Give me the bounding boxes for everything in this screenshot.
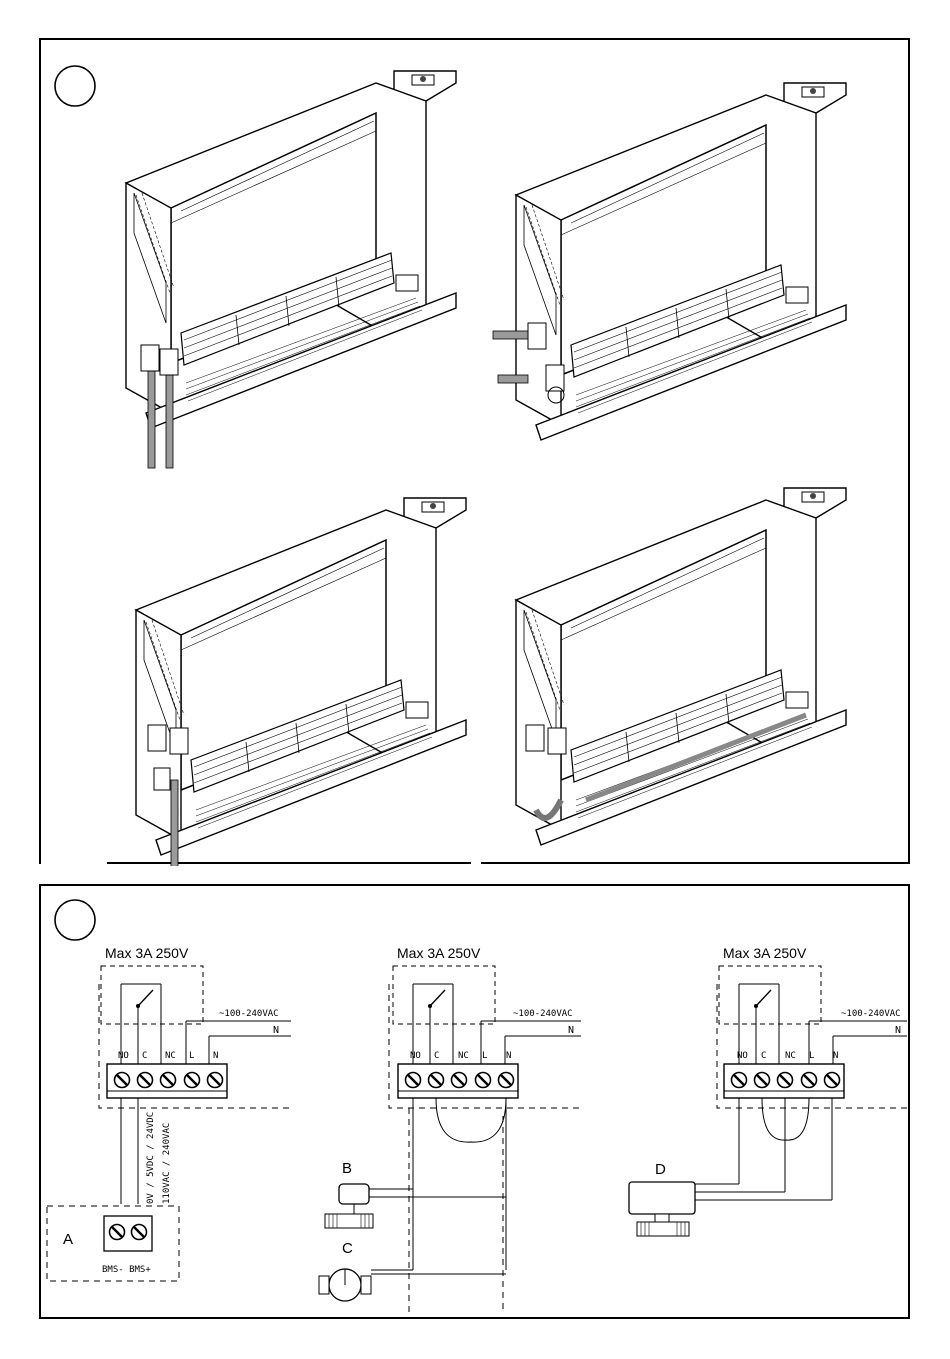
installation-drawings-panel (39, 38, 910, 864)
supply-voltage-label: ~100-240VAC (219, 1009, 279, 1019)
terminal-label-no: NO (118, 1051, 129, 1061)
terminal-label-no: NO (737, 1051, 748, 1061)
valve-b (325, 1184, 506, 1228)
terminal-label-n: N (833, 1051, 838, 1061)
terminal-label-l: L (482, 1051, 487, 1061)
max-rating-label: Max 3A 250V (105, 945, 189, 961)
supply-voltage-label: ~100-240VAC (841, 1009, 901, 1019)
fancoil-unit-1 (126, 71, 456, 468)
fancoil-unit-3 (136, 498, 466, 866)
max-rating-label: Max 3A 250V (723, 945, 807, 961)
figure-marker-circle-2 (55, 900, 95, 940)
installation-drawings (41, 40, 912, 866)
max-rating-label: Max 3A 250V (397, 945, 481, 961)
neutral-label: N (895, 1025, 901, 1036)
terminal-label-c: C (434, 1051, 439, 1061)
terminal-label-no: NO (410, 1051, 421, 1061)
wiring-diagrams: Max 3A 250V ~100-240VAC N NO C NC L N (41, 886, 912, 1321)
wiring-circuit-3: Max 3A 250V ~100-240VAC N NO C NC L N (629, 945, 907, 1236)
terminal-label-c: C (142, 1051, 147, 1061)
terminal-label-nc: NC (785, 1051, 796, 1061)
terminal-label-nc: NC (165, 1051, 176, 1061)
wiring-circuit-1: Max 3A 250V ~100-240VAC N NO C NC L N (47, 945, 291, 1281)
terminal-label-n: N (506, 1051, 511, 1061)
bms-voltage-label-2: 110VAC / 240VAC (162, 1123, 172, 1204)
figure-marker-circle (55, 66, 95, 106)
actuator-d (629, 1182, 832, 1236)
neutral-label: N (568, 1025, 574, 1036)
bms-label: BMS- BMS+ (102, 1265, 151, 1275)
wiring-diagrams-panel: Max 3A 250V ~100-240VAC N NO C NC L N (39, 884, 910, 1319)
bms-voltage-label-1: 0V / 5VDC / 24VDC (146, 1112, 156, 1204)
device-label-c: C (342, 1240, 353, 1257)
device-label-a: A (63, 1231, 73, 1248)
device-label-d: D (655, 1161, 666, 1178)
fancoil-unit-2 (493, 83, 846, 440)
supply-voltage-label: ~100-240VAC (513, 1009, 573, 1019)
terminal-label-n: N (213, 1051, 218, 1061)
wiring-circuit-2: Max 3A 250V ~100-240VAC N NO C NC L N (319, 945, 583, 1314)
neutral-label: N (273, 1025, 279, 1036)
fancoil-unit-4 (516, 488, 846, 845)
terminal-label-c: C (761, 1051, 766, 1061)
device-label-b: B (342, 1160, 352, 1177)
pump-c (319, 1269, 506, 1301)
terminal-label-nc: NC (458, 1051, 469, 1061)
terminal-label-l: L (809, 1051, 814, 1061)
terminal-label-l: L (189, 1051, 194, 1061)
